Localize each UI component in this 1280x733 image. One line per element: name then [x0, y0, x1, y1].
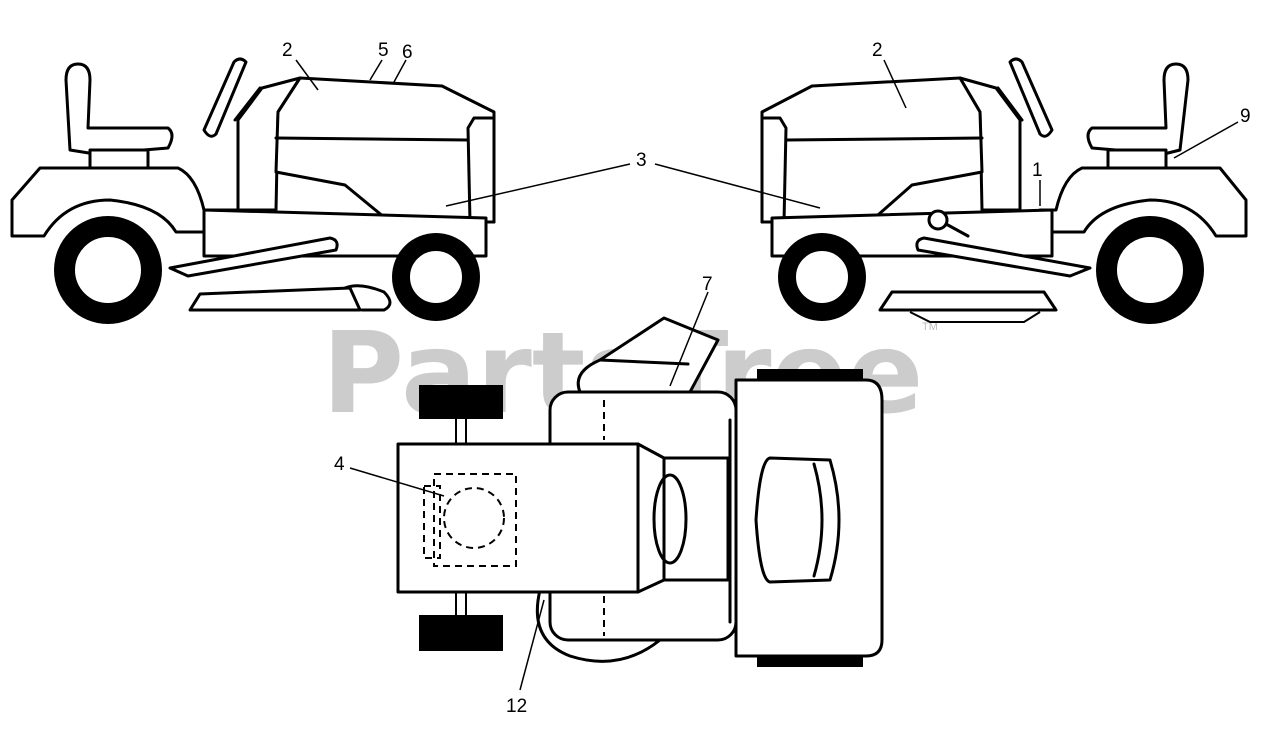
left-grille [466, 116, 496, 224]
top-front-axle-lower [455, 591, 467, 617]
right-hood [760, 76, 984, 224]
callout-numbers: 2 5 6 3 2 1 9 7 4 12 [282, 40, 1251, 717]
watermark-trademark: TM [922, 321, 938, 333]
callout-left-5: 5 [378, 40, 389, 61]
top-seat [754, 456, 841, 584]
right-rear-fender [1038, 166, 1248, 238]
right-front-wheel-hub [794, 249, 850, 305]
top-steering-wheel [652, 473, 688, 565]
left-rear-wheel-hub [73, 235, 143, 305]
left-discharge-chute [343, 284, 392, 312]
leader-lines [295, 59, 1239, 691]
left-seat-base [88, 148, 150, 170]
tractor-right-side-view [760, 57, 1248, 324]
tractor-left-side-view [10, 57, 496, 324]
right-seat-back [1086, 62, 1190, 156]
leader-top-12 [519, 599, 545, 691]
right-hood-lower-line [784, 136, 984, 142]
right-seat-base [1106, 148, 1168, 170]
top-chute-fold [598, 358, 690, 366]
callout-top-12: 12 [506, 696, 527, 717]
leader-right-9 [1173, 121, 1239, 159]
right-footrest [915, 236, 1092, 278]
right-rear-wheel-hub [1115, 235, 1185, 305]
leader-center-3-right [654, 163, 821, 209]
top-hood [396, 442, 640, 594]
leader-left-6 [393, 59, 407, 83]
right-mower-deck [878, 290, 1058, 312]
leader-top-7 [669, 291, 709, 387]
callout-left-2: 2 [282, 40, 293, 61]
callout-right-2: 2 [872, 40, 883, 61]
callout-top-4: 4 [334, 454, 345, 475]
top-mower-deck [535, 588, 662, 663]
top-hood-taper [636, 442, 666, 594]
callout-right-9: 9 [1240, 106, 1251, 127]
right-steering-wheel [1008, 57, 1054, 138]
right-steering-column [996, 86, 1024, 122]
top-front-tire-lower [419, 615, 503, 651]
left-steering-column [233, 86, 262, 122]
leader-left-5 [369, 59, 383, 81]
left-mower-deck [188, 286, 362, 312]
callout-left-6: 6 [402, 42, 413, 63]
right-lift-lever [944, 222, 970, 238]
top-seat-back-arc [812, 462, 824, 578]
top-front-tire-upper [419, 385, 503, 419]
left-seat-back [64, 62, 174, 156]
callout-top-7: 7 [702, 274, 713, 295]
leader-center-3-left [445, 163, 631, 207]
right-lift-lever-knob [927, 209, 949, 231]
top-decal-dashed-box [433, 473, 517, 567]
left-footrest [168, 236, 339, 278]
left-front-wheel-hub [408, 249, 464, 305]
leader-top-4 [349, 467, 445, 497]
top-discharge-chute [576, 316, 720, 394]
top-decal-dashed-circle [443, 487, 505, 549]
top-decal-dashed-side [423, 485, 441, 559]
callout-right-1: 1 [1032, 160, 1043, 181]
right-grille [760, 116, 788, 224]
tractor-top-view [396, 316, 884, 667]
top-front-axle-upper [455, 417, 467, 445]
right-deck-underside [909, 311, 1041, 323]
callout-center-3: 3 [636, 150, 647, 171]
left-hood-lower-line [274, 136, 470, 142]
leader-left-2 [295, 59, 319, 91]
left-rear-fender [10, 166, 242, 238]
left-hood [274, 76, 496, 224]
leader-right-2 [883, 59, 907, 109]
left-steering-wheel [202, 57, 248, 138]
